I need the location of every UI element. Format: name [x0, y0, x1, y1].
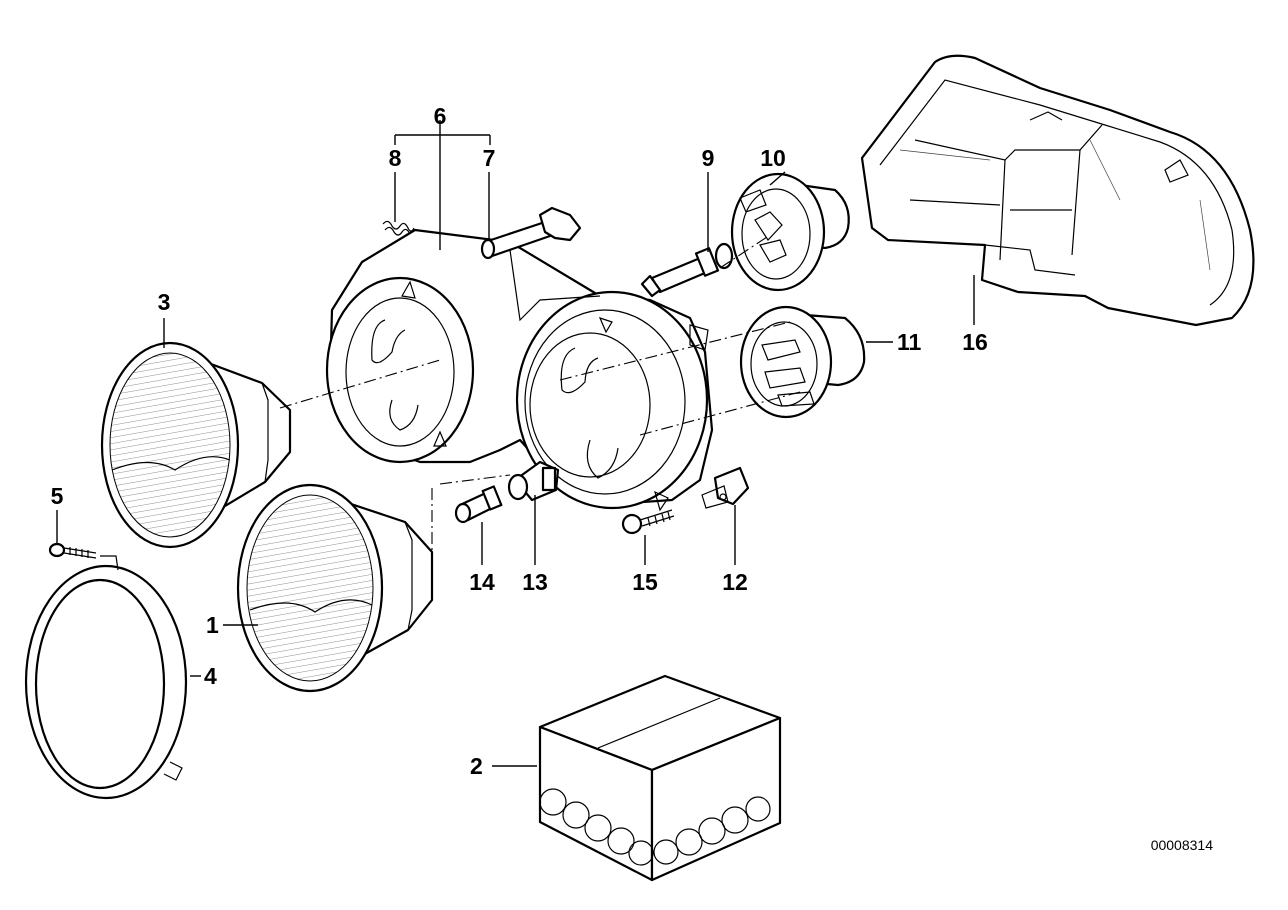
- alignment-axes: [279, 234, 801, 552]
- part-2-bulb-kit-box[interactable]: [538, 674, 782, 882]
- part-1-headlight-unit[interactable]: [236, 483, 434, 693]
- callout-2: 2: [470, 753, 483, 779]
- callout-10: 10: [760, 145, 786, 171]
- part-16-housing-cover[interactable]: [860, 54, 1255, 327]
- callout-13: 13: [522, 569, 548, 595]
- part-3-headlight-unit[interactable]: [100, 341, 292, 549]
- callout-6: 6: [434, 103, 447, 129]
- callout-16: 16: [962, 329, 988, 355]
- part-14-parking-bulb[interactable]: [454, 485, 503, 524]
- part-5-screw[interactable]: [48, 542, 97, 559]
- callout-12: 12: [722, 569, 748, 595]
- part-7-adjuster-screw[interactable]: [480, 206, 582, 260]
- diagram-reference-number: 00008314: [1151, 837, 1214, 853]
- part-15-screw[interactable]: [621, 509, 675, 535]
- callouts: 1 2 3 4 5 6 7 8 9 10 11 12 13 14 15 16: [51, 103, 988, 779]
- callout-7: 7: [483, 145, 496, 171]
- part-4-trim-ring[interactable]: [24, 555, 188, 800]
- callout-1: 1: [206, 612, 219, 638]
- box-bulb-row-right: [653, 796, 771, 865]
- callout-15: 15: [632, 569, 658, 595]
- part-11-bulb-holder[interactable]: [739, 305, 866, 419]
- part-12-clip[interactable]: [701, 466, 750, 509]
- part-10-bulb-holder[interactable]: [730, 172, 850, 292]
- callout-11: 11: [897, 329, 922, 355]
- callout-8: 8: [389, 145, 402, 171]
- callout-14: 14: [469, 569, 495, 595]
- part-13-bulb-socket[interactable]: [507, 460, 560, 502]
- part-6-headlight-housing[interactable]: [325, 228, 714, 512]
- leader-lines: [56, 120, 975, 767]
- callout-5: 5: [51, 483, 64, 509]
- callout-9: 9: [702, 145, 715, 171]
- box-bulb-row-left: [539, 788, 654, 866]
- part-8-spring[interactable]: [382, 220, 415, 236]
- callout-3: 3: [158, 289, 171, 315]
- callout-4: 4: [204, 663, 217, 689]
- part-9-bulb[interactable]: [640, 242, 734, 298]
